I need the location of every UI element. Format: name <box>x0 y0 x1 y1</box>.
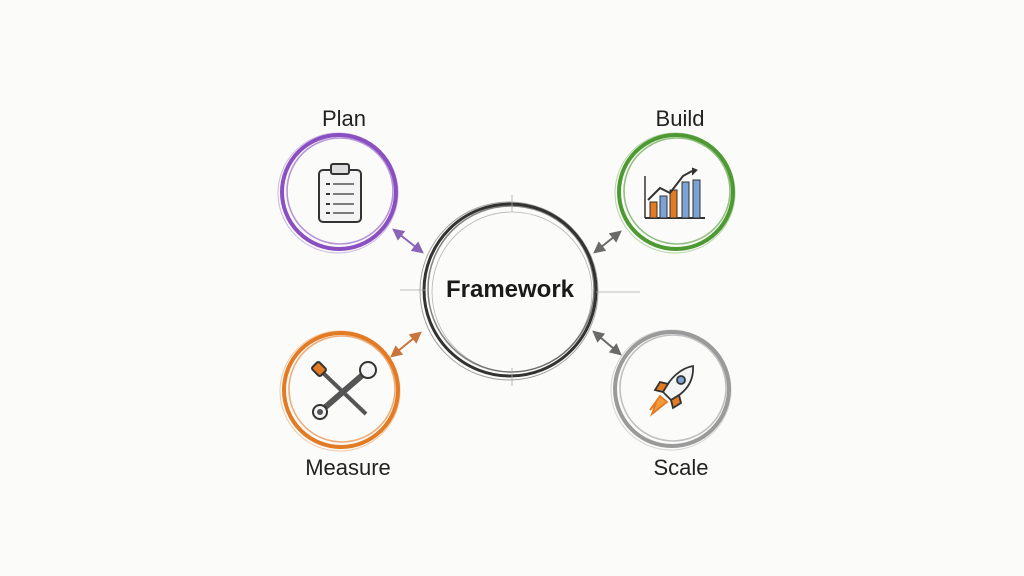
measure-connector <box>390 331 422 358</box>
scale-node <box>610 329 732 451</box>
wrench-screwdriver-icon <box>311 361 377 420</box>
rocket-icon <box>649 364 694 417</box>
measure-node <box>279 330 401 452</box>
center-circle <box>400 195 640 386</box>
build-label: Build <box>655 106 705 131</box>
plan-connector <box>392 228 424 254</box>
bar-chart-growth-icon <box>644 167 705 219</box>
clipboard-icon <box>318 163 362 223</box>
scale-label: Scale <box>653 455 709 480</box>
measure-label: Measure <box>305 455 391 480</box>
plan-node <box>277 132 399 254</box>
plan-label: Plan <box>321 106 367 131</box>
center-label: Framework <box>445 276 575 303</box>
build-node <box>614 132 736 254</box>
build-connector <box>593 230 622 254</box>
scale-connector <box>592 330 622 356</box>
